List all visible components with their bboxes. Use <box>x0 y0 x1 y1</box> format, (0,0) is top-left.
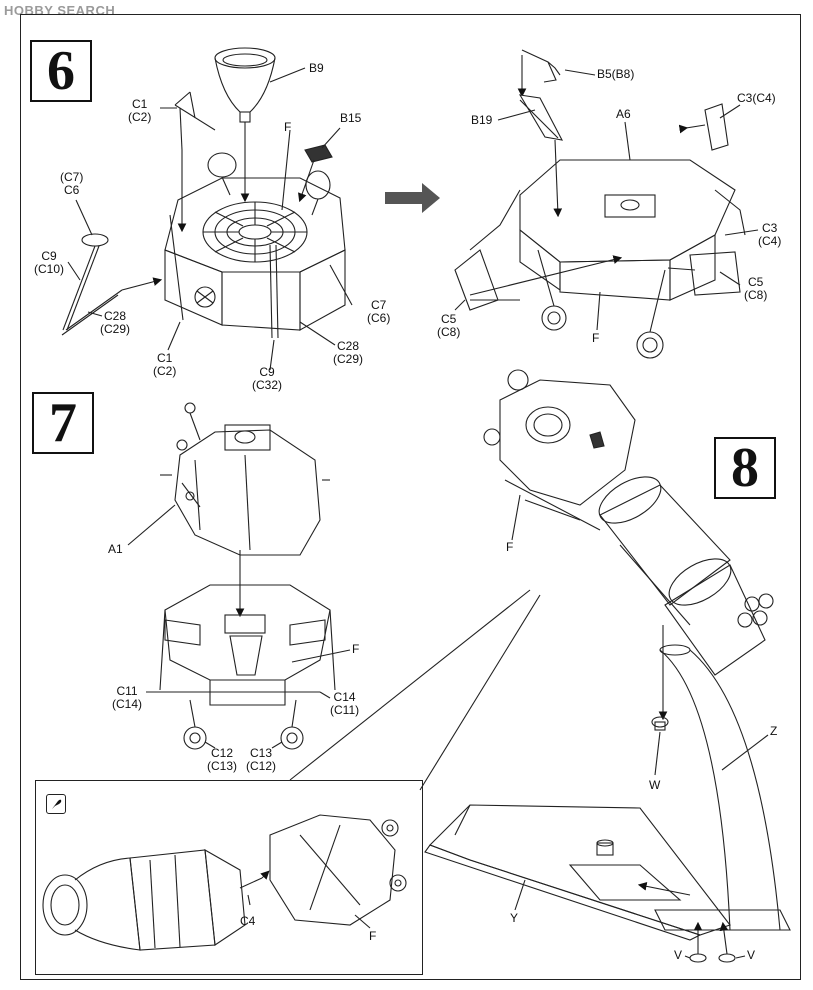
label-c3-top: C3(C4) <box>737 91 776 105</box>
b15-panel <box>298 144 333 203</box>
tip-icon <box>46 794 66 814</box>
b9-engine-nozzle <box>214 47 276 203</box>
label-b9: B9 <box>309 61 324 75</box>
step6-descent-stage <box>164 152 346 339</box>
instruction-frame <box>20 14 801 980</box>
label-c13: C13(C12) <box>246 746 277 773</box>
label-c28-right: C28(C29) <box>333 339 364 366</box>
label-c5-right: C5(C8) <box>744 275 768 302</box>
label-v-right: V <box>747 948 756 962</box>
label-c5-left: C5(C8) <box>437 312 461 339</box>
w-part <box>651 716 669 731</box>
label-c1-bottom: C1(C2) <box>153 351 177 378</box>
z-stand-arm <box>659 644 781 931</box>
label-b19: B19 <box>471 113 493 127</box>
label-f-step7: F <box>352 642 360 656</box>
y-base <box>424 804 791 941</box>
step8-lunar-module <box>483 369 636 531</box>
label-c7: C7(C6) <box>367 298 391 325</box>
label-c9-bottom: C9(C32) <box>252 365 283 392</box>
label-c14: C14(C11) <box>330 690 360 717</box>
label-f-inset: F <box>369 929 377 943</box>
docking-inset <box>35 780 423 975</box>
label-c28-left: C28(C29) <box>100 309 131 336</box>
label-y: Y <box>510 911 519 925</box>
label-c4-inset: C4 <box>240 914 256 928</box>
c6-c9-c28-parts <box>61 233 163 336</box>
label-a1: A1 <box>108 542 123 556</box>
label-c9-left: C9(C10) <box>34 249 65 276</box>
label-c12: C12(C13) <box>207 746 238 773</box>
step6b-descent-stage <box>454 49 746 359</box>
inset-lm <box>269 814 407 926</box>
step8-cylinder-stage <box>598 476 774 721</box>
label-c11: C11(C14) <box>112 684 143 711</box>
right-arrow-icon <box>385 183 440 213</box>
label-f-step6: F <box>284 120 292 134</box>
inset-csm <box>42 848 270 951</box>
label-a6: A6 <box>616 107 631 121</box>
label-c6: (C7)C6 <box>60 170 84 197</box>
label-b5: B5(B8) <box>597 67 635 81</box>
step-7-number: 7 <box>32 392 94 454</box>
step7-descent-stage <box>159 584 336 750</box>
label-v-left: V <box>674 948 683 962</box>
label-c1-top: C1(C2) <box>128 97 152 124</box>
c1-upper-part <box>174 91 216 233</box>
step-6-number: 6 <box>30 40 92 102</box>
label-z: Z <box>770 724 778 738</box>
label-w: W <box>649 778 661 792</box>
label-f-step6b: F <box>592 331 600 345</box>
step7-ascent-stage <box>160 402 330 618</box>
label-f-step8: F <box>506 540 514 554</box>
step-8-number: 8 <box>714 437 776 499</box>
label-b15: B15 <box>340 111 362 125</box>
label-c3-right: C3(C4) <box>758 221 782 248</box>
